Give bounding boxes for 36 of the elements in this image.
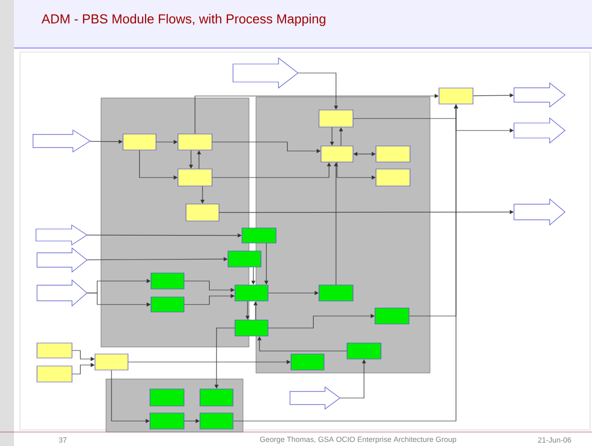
process-box [318, 110, 354, 128]
interface-shape [32, 129, 91, 153]
interface-shape [514, 117, 566, 144]
process-box [200, 388, 234, 406]
process-box [36, 366, 72, 382]
interface-shape [36, 279, 88, 307]
process-box [178, 134, 212, 150]
process-box [290, 354, 324, 370]
interface-shape [232, 57, 298, 89]
process-box [374, 308, 410, 324]
process-box [234, 320, 268, 336]
process-box [200, 412, 234, 430]
process-box [178, 168, 212, 186]
title: ADM - PBS Module Flows, with Process Mapping [42, 14, 326, 26]
process-box [242, 228, 276, 244]
process-box [438, 88, 474, 104]
interface-shape [36, 224, 88, 246]
process-box [122, 134, 156, 150]
process-box [376, 168, 410, 186]
process-box [36, 342, 72, 358]
process-box [150, 388, 184, 406]
process-box [318, 284, 354, 302]
process-box [234, 284, 268, 302]
process-box [150, 296, 184, 312]
interface-shape [514, 198, 566, 226]
process-box [376, 146, 410, 162]
interface-shape [514, 82, 566, 108]
process-box [228, 250, 262, 268]
process-box [346, 342, 382, 360]
process-box [150, 272, 184, 290]
interface-shape [36, 247, 88, 273]
process-box [150, 412, 184, 430]
process-box [186, 204, 220, 222]
process-box [94, 354, 128, 370]
interface-shape [290, 386, 341, 410]
process-box [320, 146, 354, 162]
